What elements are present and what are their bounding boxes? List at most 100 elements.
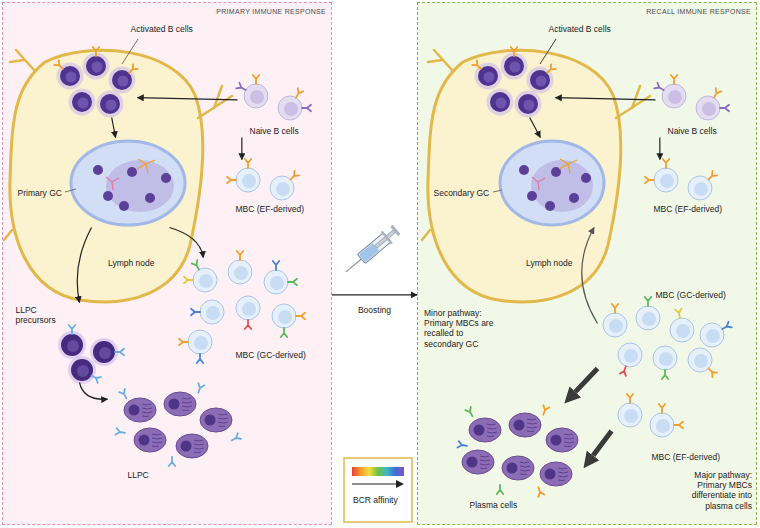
germinal-center-drawing-part [559, 159, 577, 173]
memory-b-cells-part [237, 251, 243, 260]
syringe-part [375, 230, 396, 248]
memory-b-cells-part [188, 330, 212, 354]
llpc-precursor-cells-part [58, 331, 86, 359]
flow-arrow [80, 383, 108, 400]
lymph-node-scene [4, 39, 311, 302]
germinal-center-drawing-part [527, 191, 537, 201]
leader-line [540, 39, 556, 64]
memory-b-cells-part [288, 279, 297, 285]
memory-b-cells-part [612, 304, 618, 313]
llpc-cells-part [116, 428, 126, 436]
memory-b-cells-part [645, 297, 651, 306]
germinal-center-drawing-part [532, 177, 545, 190]
cell-group: Naive B cells [656, 80, 728, 138]
memory-b-cells-part [721, 322, 732, 332]
panel-ground [417, 2, 757, 525]
memory-b-cells-part [653, 346, 677, 370]
memory-b-cells-part [273, 261, 279, 270]
llpc-cells-part [134, 428, 166, 452]
cell-group: LLPC [108, 385, 240, 483]
memory-b-cells-part [228, 260, 252, 284]
panel-ground [2, 2, 332, 525]
legend-box-part [344, 458, 412, 522]
cell-label: Naive B cells [250, 126, 299, 136]
plasma-cells-part [509, 413, 541, 437]
legend-box-part [396, 480, 404, 488]
memory-b-cells-part [191, 309, 200, 315]
memory-b-cells-part [659, 404, 665, 413]
llpc-cells-part [195, 383, 204, 394]
plasma-cells-part [497, 485, 503, 494]
memory-b-cells-part [179, 339, 188, 345]
germinal-center-drawing-part [137, 159, 155, 173]
memory-b-cells-part [618, 403, 642, 427]
memory-b-cells [179, 251, 305, 363]
legend-box-part [352, 483, 397, 484]
flow-arrow [332, 294, 417, 295]
cell-group: MBC (EF-derived) [228, 160, 308, 218]
cell-label: MBC (EF-derived) [652, 452, 720, 462]
memory-b-cells-part [674, 422, 683, 428]
plasma-cells-part [540, 405, 549, 416]
memory-b-cells-part [636, 306, 660, 330]
flow-arrow [112, 118, 116, 138]
panel-title: RECALL IMMUNE RESPONSE [646, 8, 751, 16]
panel-title: PRIMARY IMMUNE RESPONSE [216, 8, 326, 16]
edge-label: Boosting [358, 305, 391, 315]
germinal-center-drawing-part [569, 193, 579, 203]
flow-arrow [582, 228, 598, 324]
cell-label: LLPC [128, 470, 149, 480]
germinal-center: Secondary GC [496, 138, 608, 228]
cell-label: Activated B cells [549, 24, 611, 34]
flow-arrow [138, 98, 238, 100]
cell-label: MBC (EF-derived) [236, 204, 304, 214]
germinal-center-drawing-part [106, 177, 119, 190]
memory-b-cells [603, 297, 732, 379]
germinal-center-drawing-part [161, 173, 171, 183]
llpc-cells-part [200, 408, 232, 432]
cell-label: LLPC precursors [16, 305, 72, 325]
germinal-center-drawing-part [545, 201, 555, 211]
cell-group: Naive B cells [238, 80, 310, 138]
germinal-center: Primary GC [68, 138, 188, 228]
germinal-center-drawing [65, 141, 185, 225]
germinal-center-drawing-part [581, 173, 591, 183]
memory-b-cells-part [627, 394, 633, 403]
flow-arrow [241, 138, 242, 160]
plasma-cells [458, 405, 578, 497]
llpc-cells [116, 383, 242, 466]
memory-b-cells-part [200, 300, 224, 324]
germinal-center-drawing [493, 141, 604, 225]
llpc-cells-part [164, 392, 196, 416]
germinal-center-drawing-part [103, 191, 113, 201]
germinal-center-drawing-part [500, 141, 604, 225]
cell-label: Plasma cells [470, 500, 518, 510]
memory-b-cells-part [192, 260, 202, 271]
flow-arrow [170, 228, 204, 258]
flow-arrow [77, 228, 91, 303]
pathway-note: Major pathway: Primary MBCs differentiat… [682, 470, 752, 511]
plasma-cells-part [458, 441, 468, 449]
memory-b-cells-part [662, 370, 668, 379]
germinal-center-drawing-part [119, 201, 129, 211]
legend-text: BCR affinity [353, 495, 398, 505]
memory-b-cells-part [675, 309, 683, 319]
germinal-center-drawing-part [106, 160, 174, 212]
cell-group: MBC (GC-derived) [185, 258, 310, 364]
syringe-part [390, 225, 400, 236]
cell-label: MBC (EF-derived) [654, 204, 722, 214]
llpc-precursor-cells-part [69, 325, 75, 334]
cell-label: Secondary GC [434, 188, 490, 198]
organ-label: Lymph node [108, 258, 154, 268]
llpc-cells-part [119, 389, 129, 400]
plasma-cells-part [465, 407, 475, 418]
response-panel: RECALL IMMUNE RESPONSE Activated B cellsN… [417, 2, 757, 525]
germinal-center-drawing-part [493, 190, 502, 192]
legend-box [344, 458, 412, 522]
llpc-precursor-cells [58, 325, 124, 384]
germinal-center-drawing-part [127, 167, 137, 177]
llpc-cells-part [176, 434, 208, 458]
memory-b-cells-part [670, 318, 694, 342]
lymph-node-scene [422, 39, 729, 302]
